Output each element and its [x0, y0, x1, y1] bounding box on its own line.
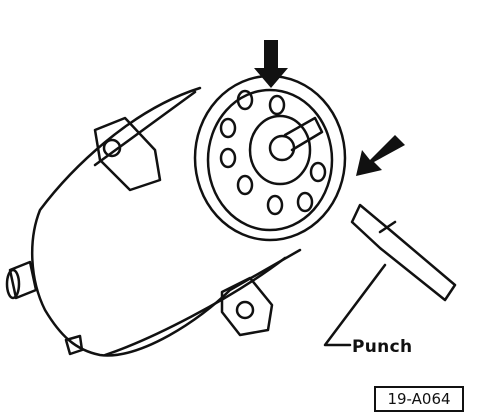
top-arrow — [254, 40, 288, 88]
punch-leader-line — [323, 263, 387, 347]
punch-label: Punch — [352, 337, 413, 357]
bottom-fitting — [64, 334, 84, 356]
lower-mounting-bracket — [220, 276, 274, 337]
figure-code-box: 19-A064 — [374, 386, 464, 412]
left-shaft-stub — [8, 260, 38, 300]
bracket-hole-top — [102, 138, 122, 158]
right-arrow — [356, 135, 405, 176]
housing-top-edge — [93, 90, 197, 167]
punch-tool — [350, 203, 457, 302]
motor-housing — [30, 86, 302, 357]
bracket-hole-bottom — [235, 300, 255, 320]
top-mounting-bracket — [93, 116, 162, 192]
shaft-center — [268, 134, 296, 162]
housing-bottom-edge — [103, 256, 287, 357]
end-plate-hub — [248, 114, 312, 186]
end-plate-inner-rim — [206, 88, 334, 232]
motor-shaft — [283, 116, 324, 152]
